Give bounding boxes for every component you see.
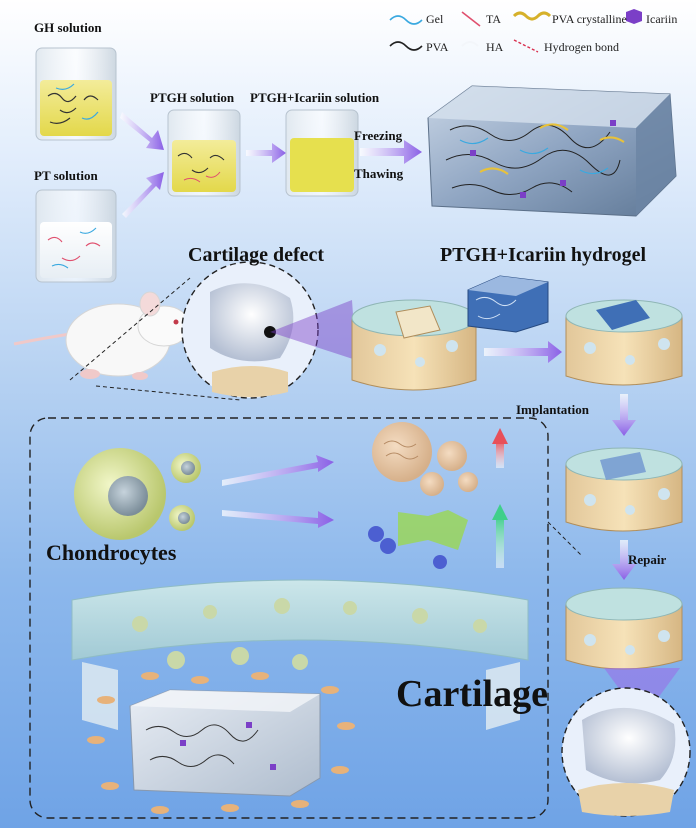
hydrogel-cube — [467, 275, 549, 333]
legend-pva-crystalline: PVA crystalline — [552, 12, 627, 26]
arrow-to-icariin — [246, 143, 286, 163]
ptgh-icariin-hydrogel-label: PTGH+Icariin hydrogel — [440, 244, 647, 266]
implantation-label: Implantation — [516, 402, 589, 417]
hydrogel-network-block — [427, 85, 677, 217]
pt-solution-label: PT solution — [34, 168, 98, 183]
integrated-cylinder — [565, 447, 683, 532]
gh-beaker — [35, 47, 117, 141]
chondrocyte-panel — [29, 417, 549, 819]
ecm-discs — [372, 422, 478, 496]
legend-pva: PVA — [426, 40, 449, 54]
arrow-to-gags — [222, 455, 334, 486]
freezing-label: Freezing — [354, 128, 403, 143]
thawing-label: Thawing — [354, 166, 404, 181]
rat-illustration — [13, 291, 191, 380]
cartilage-defect-label: Cartilage defect — [188, 244, 325, 266]
upregulation-green-arrow — [492, 504, 508, 520]
hydrogel-scaffold-cube — [129, 689, 321, 797]
ptgh-solution-label: PTGH solution — [150, 90, 235, 105]
freeze-thaw-arrow — [360, 140, 422, 164]
defect-cylinder — [351, 299, 477, 391]
arrow-to-implanted — [484, 341, 562, 363]
implanted-cylinder — [565, 299, 683, 386]
chondrocyte-cells — [74, 448, 201, 540]
ptgh-icariin-beaker — [285, 109, 359, 197]
legend-icariin: Icariin — [646, 12, 678, 26]
ptgh-beaker — [167, 109, 241, 197]
knee-zoom — [69, 261, 356, 401]
gh-solution-label: GH solution — [34, 20, 102, 35]
implantation-arrow — [612, 394, 636, 436]
repair-arrow — [612, 540, 636, 580]
repair-label: Repair — [628, 552, 667, 567]
legend-icons — [389, 9, 642, 53]
legend-ta: TA — [486, 12, 502, 26]
collagen-fibers — [368, 510, 468, 569]
repaired-cylinder — [565, 587, 683, 670]
legend-ha: HA — [486, 40, 504, 54]
pt-beaker — [35, 189, 117, 283]
upregulation-red-arrow — [492, 428, 508, 444]
ptgh-icariin-solution-label: PTGH+Icariin solution — [250, 90, 380, 105]
legend-hydrogen-bond: Hydrogen bond — [544, 40, 619, 54]
legend-gel: Gel — [426, 12, 444, 26]
chondrocytes-label: Chondrocytes — [46, 540, 177, 565]
merge-arrows — [120, 112, 164, 218]
arrow-to-collagen — [222, 510, 334, 528]
repaired-knee-zoom — [561, 668, 691, 817]
cartilage-label: Cartilage — [396, 673, 548, 715]
cartilage-arch — [71, 579, 529, 730]
scattered-particles — [87, 672, 355, 814]
